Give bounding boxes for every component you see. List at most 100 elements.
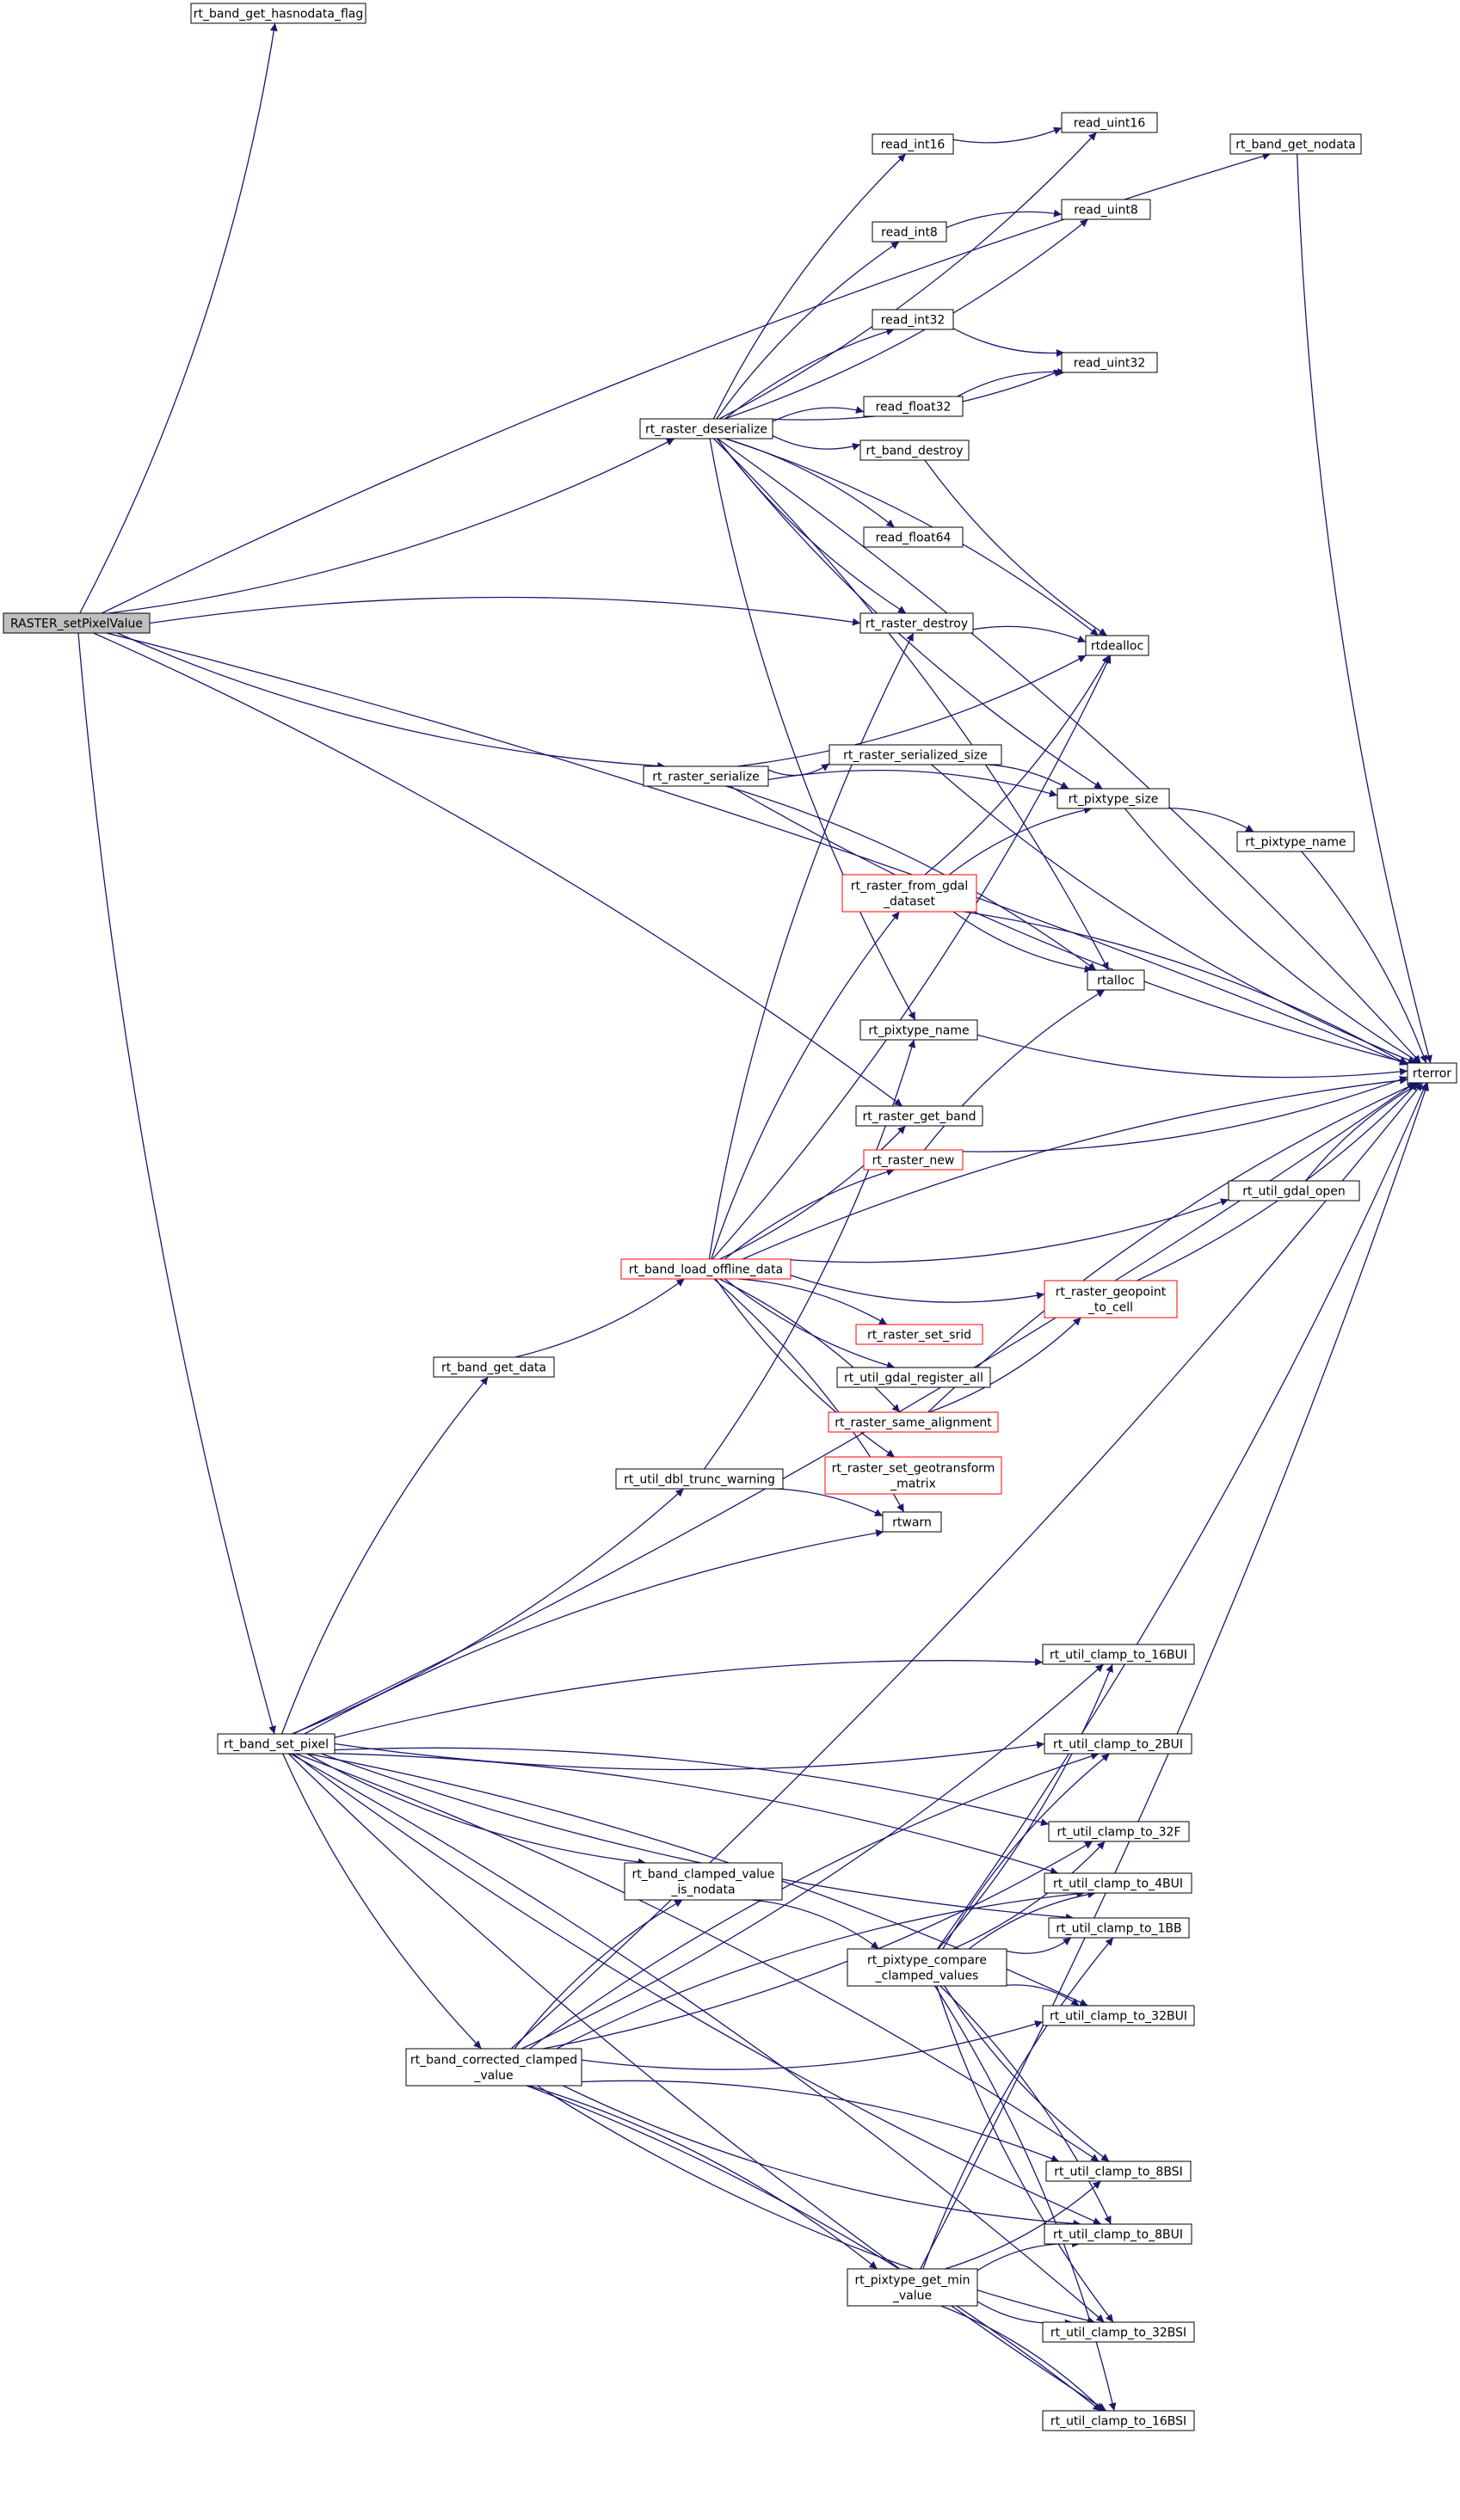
function-node-box bbox=[841, 874, 977, 913]
function-node-c4bui[interactable]: rt_util_clamp_to_4BUI bbox=[1044, 1872, 1192, 1894]
function-node-compare[interactable]: rt_pixtype_compare_clamped_values bbox=[847, 1948, 1007, 1987]
call-edge-rint16-to-ruint16 bbox=[952, 126, 1063, 144]
function-node-corrected[interactable]: rt_band_corrected_clamped_value bbox=[405, 2048, 582, 2087]
function-node-deser[interactable]: rt_raster_deserialize bbox=[639, 418, 773, 439]
function-node-rint16[interactable]: read_int16 bbox=[872, 133, 954, 155]
function-node-box bbox=[639, 418, 773, 439]
function-node-loadoff[interactable]: rt_band_load_offline_data bbox=[620, 1258, 792, 1280]
call-edge-deser-to-banddestroy bbox=[772, 434, 861, 451]
function-node-c16bui[interactable]: rt_util_clamp_to_16BUI bbox=[1042, 1644, 1195, 1665]
function-node-rnew[interactable]: rt_raster_new bbox=[863, 1149, 964, 1171]
call-edge-loadoff-to-regall bbox=[724, 1278, 896, 1369]
function-node-getdata[interactable]: rt_band_get_data bbox=[433, 1356, 555, 1378]
call-edge-loadoff-to-geopoint bbox=[790, 1275, 1045, 1303]
function-node-c8bsi[interactable]: rt_util_clamp_to_8BSI bbox=[1045, 2160, 1192, 2182]
function-node-dbltrunc[interactable]: rt_util_dbl_trunc_warning bbox=[615, 1468, 784, 1490]
call-edge-compare-to-c32bsi bbox=[936, 1985, 1114, 2323]
function-node-box bbox=[1061, 352, 1158, 373]
function-node-box bbox=[872, 309, 954, 330]
function-node-label: rt_util_gdal_register_all bbox=[844, 1372, 983, 1386]
call-edge-corrected-to-c8bsi bbox=[581, 2080, 1060, 2162]
function-node-ruint8[interactable]: read_uint8 bbox=[1061, 199, 1151, 220]
function-node-box bbox=[615, 1468, 784, 1490]
function-node-box bbox=[643, 765, 769, 787]
function-node-ruint32[interactable]: read_uint32 bbox=[1061, 352, 1158, 373]
function-node-box bbox=[863, 396, 964, 417]
function-node-rint32[interactable]: read_int32 bbox=[872, 309, 954, 330]
call-edge-deser-to-pixname bbox=[709, 438, 916, 1021]
function-node-fromgdal[interactable]: rt_raster_from_gdal_dataset bbox=[841, 874, 977, 913]
function-node-clampnodata[interactable]: rt_band_clamped_value_is_nodata bbox=[624, 1862, 783, 1901]
function-node-c32f[interactable]: rt_util_clamp_to_32F bbox=[1048, 1821, 1190, 1842]
function-node-label: rt_pixtype_get_min bbox=[855, 2274, 970, 2288]
call-edge-corrected-to-c8bui bbox=[563, 2085, 1081, 2228]
function-node-label: rt_util_clamp_to_2BUI bbox=[1053, 1738, 1183, 1752]
function-node-box bbox=[882, 1511, 942, 1533]
function-node-rterror[interactable]: rterror bbox=[1407, 1062, 1457, 1084]
function-node-pixname[interactable]: rt_pixtype_name bbox=[859, 1019, 978, 1041]
function-node-c2bui[interactable]: rt_util_clamp_to_2BUI bbox=[1044, 1733, 1192, 1755]
function-node-label: _is_nodata bbox=[670, 1884, 735, 1897]
function-node-label: rt_band_load_offline_data bbox=[629, 1263, 783, 1277]
function-node-box bbox=[1042, 2321, 1195, 2343]
function-node-getmin[interactable]: rt_pixtype_get_min _value bbox=[847, 2268, 978, 2307]
function-node-label: rt_raster_set_srid bbox=[867, 1329, 971, 1343]
function-node-box bbox=[872, 133, 954, 155]
function-node-c1bb[interactable]: rt_util_clamp_to_1BB bbox=[1048, 1917, 1190, 1939]
function-node-pixname_r[interactable]: rt_pixtype_name bbox=[1236, 831, 1355, 852]
function-node-gdalopen[interactable]: rt_util_gdal_open bbox=[1228, 1180, 1360, 1202]
function-node-label: rt_util_clamp_to_8BSI bbox=[1054, 2166, 1182, 2179]
call-edge-deser-to-rint32 bbox=[724, 328, 895, 420]
call-edge-loadoff-to-setsrid bbox=[737, 1278, 888, 1325]
function-node-rfloat32[interactable]: read_float32 bbox=[863, 396, 964, 417]
call-edge-root-to-getnodata bbox=[102, 152, 1271, 614]
function-node-box bbox=[829, 744, 1002, 765]
call-edge-loadoff-to-rterror bbox=[742, 1076, 1408, 1260]
function-node-rtdealloc[interactable]: rtdealloc bbox=[1085, 635, 1149, 656]
function-node-rint8[interactable]: read_int8 bbox=[872, 221, 947, 243]
function-node-sersize[interactable]: rt_raster_serialized_size bbox=[829, 744, 1002, 765]
function-node-c32bui[interactable]: rt_util_clamp_to_32BUI bbox=[1042, 2005, 1195, 2026]
function-node-rasterdestroy[interactable]: rt_raster_destroy bbox=[859, 612, 974, 634]
function-node-label: rt_band_get_hasnodata_flag bbox=[194, 8, 363, 22]
call-edge-rint32-to-ruint32 bbox=[952, 328, 1064, 358]
function-node-samealign[interactable]: rt_raster_same_alignment bbox=[828, 1411, 999, 1433]
function-node-setsrid[interactable]: rt_raster_set_srid bbox=[855, 1324, 983, 1345]
call-edge-sersize-to-rterror bbox=[931, 764, 1417, 1064]
function-node-banddestroy[interactable]: rt_band_destroy bbox=[859, 439, 970, 461]
function-node-c8bui[interactable]: rt_util_clamp_to_8BUI bbox=[1044, 2223, 1192, 2245]
function-node-box bbox=[3, 612, 151, 634]
function-node-label: rt_util_dbl_trunc_warning bbox=[624, 1473, 775, 1487]
call-edge-rasterdestroy-to-rtdealloc bbox=[972, 625, 1087, 643]
call-edge-root-to-deser bbox=[108, 438, 675, 614]
function-node-label: RASTER_setPixelValue bbox=[10, 618, 143, 631]
function-node-label: rt_util_clamp_to_32BUI bbox=[1050, 2010, 1187, 2024]
function-node-hasnodata[interactable]: rt_band_get_hasnodata_flag bbox=[190, 3, 367, 24]
function-node-serialize[interactable]: rt_raster_serialize bbox=[643, 765, 769, 787]
function-node-rtwarn[interactable]: rtwarn bbox=[882, 1511, 942, 1533]
function-node-label: rt_raster_deserialize bbox=[645, 423, 767, 437]
function-node-ruint16[interactable]: read_uint16 bbox=[1061, 112, 1158, 133]
function-node-c16bsi[interactable]: rt_util_clamp_to_16BSI bbox=[1042, 2410, 1195, 2431]
call-edge-fromgdal-to-rterror bbox=[963, 911, 1408, 1066]
call-edge-pixname_r-to-rterror bbox=[1301, 851, 1427, 1064]
function-node-setpixel[interactable]: rt_band_set_pixel bbox=[217, 1733, 336, 1755]
call-edge-getnodata-to-rterror bbox=[1297, 153, 1432, 1064]
function-node-getnodata[interactable]: rt_band_get_nodata bbox=[1229, 133, 1362, 155]
function-node-pixsize[interactable]: rt_pixtype_size bbox=[1056, 788, 1170, 809]
function-node-rfloat64[interactable]: read_float64 bbox=[863, 526, 964, 548]
function-node-label: read_uint8 bbox=[1074, 204, 1138, 218]
function-node-label: read_uint16 bbox=[1074, 117, 1146, 131]
call-edge-rfloat32-to-ruint32 bbox=[957, 367, 1066, 397]
function-node-geopoint[interactable]: rt_raster_geopoint_to_cell bbox=[1044, 1280, 1178, 1318]
function-node-root[interactable]: RASTER_setPixelValue bbox=[3, 612, 151, 634]
function-node-c32bsi[interactable]: rt_util_clamp_to_32BSI bbox=[1042, 2321, 1195, 2343]
function-node-label: _clamped_values bbox=[875, 1970, 979, 1983]
function-node-regall[interactable]: rt_util_gdal_register_all bbox=[836, 1367, 991, 1388]
function-node-label: _value bbox=[892, 2290, 932, 2303]
function-node-label: read_float32 bbox=[876, 401, 952, 415]
function-node-label: rtdealloc bbox=[1091, 640, 1143, 654]
function-node-rtalloc[interactable]: rtalloc bbox=[1087, 969, 1145, 991]
function-node-setgeo[interactable]: rt_raster_set_geotransform_matrix bbox=[824, 1456, 1002, 1495]
function-node-getband[interactable]: rt_raster_get_band bbox=[855, 1105, 983, 1127]
